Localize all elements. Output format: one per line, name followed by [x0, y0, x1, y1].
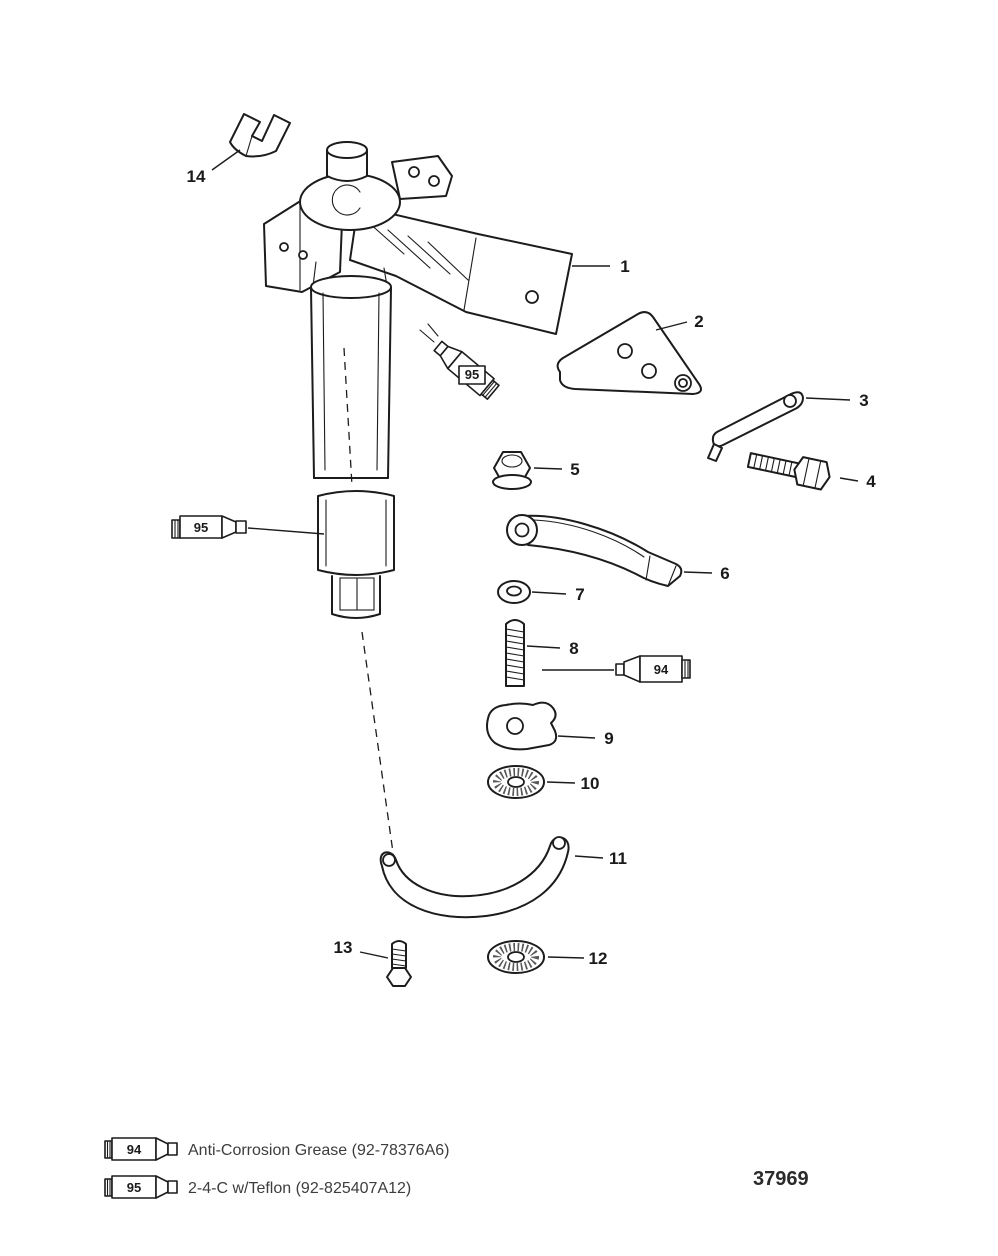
callout-leader-6 [683, 571, 713, 574]
callout-leader-13 [359, 951, 389, 959]
callout-leader-14 [211, 149, 241, 171]
callout-10: 10 [581, 774, 600, 793]
callout-7: 7 [575, 585, 584, 604]
grease-tube-95-upper-icon: 95 [419, 323, 500, 400]
part-14-clip [229, 113, 291, 158]
callout-leader-5 [533, 467, 563, 470]
legend-tube-95-icon: 95 [104, 1175, 178, 1199]
legend-item-95-text: 2-4-C w/Teflon (92-825407A12) [188, 1180, 411, 1197]
callout-leader-9 [557, 735, 596, 739]
callout-9: 9 [604, 729, 613, 748]
callout-leader-8 [526, 645, 561, 649]
part-10-splined-washer [487, 765, 545, 799]
callout-14: 14 [187, 167, 206, 186]
callout-leader-10 [546, 781, 576, 784]
callout-1: 1 [620, 257, 629, 276]
legend-tube-94-icon: 94 [104, 1137, 178, 1161]
callout-leader-12 [547, 956, 585, 959]
callout-leader-4 [839, 477, 859, 482]
tube-95-left-leader [247, 527, 325, 535]
callout-6: 6 [720, 564, 729, 583]
tube-95-left-label: 95 [194, 520, 208, 535]
part-12-splined-washer [487, 940, 545, 974]
part-7-washer [497, 580, 531, 604]
centerline-upper [343, 347, 353, 487]
centerline-lower [361, 631, 399, 889]
callout-3: 3 [859, 391, 868, 410]
part-8-threaded-stud [505, 619, 525, 687]
grease-tube-94-icon: 94 [542, 655, 691, 683]
grease-tube-95-left-icon: 95 [171, 515, 325, 539]
legend: 94 Anti-Corrosion Grease (92-78376A6) 95… [104, 1137, 449, 1199]
legend-tube-94-code: 94 [127, 1142, 142, 1157]
part-13-bolt [386, 940, 412, 987]
callout-12: 12 [589, 949, 608, 968]
callout-leader-3 [805, 397, 851, 401]
callout-4: 4 [866, 472, 876, 491]
callout-2: 2 [694, 312, 703, 331]
legend-item-94-text: Anti-Corrosion Grease (92-78376A6) [188, 1142, 449, 1159]
tube-94-label: 94 [654, 662, 669, 677]
legend-tube-95-code: 95 [127, 1180, 141, 1195]
callout-8: 8 [569, 639, 578, 658]
callout-13: 13 [334, 938, 353, 957]
callout-5: 5 [570, 460, 579, 479]
part-5-locknut [492, 451, 532, 490]
tube-95-upper-label: 95 [465, 367, 479, 382]
part-2-triangular-bracket [556, 311, 702, 395]
callout-leader-2 [655, 321, 688, 331]
callout-11: 11 [609, 849, 627, 868]
figure-number: 37969 [753, 1168, 809, 1190]
part-11-curved-bracket [379, 836, 570, 919]
callout-leader-11 [574, 855, 604, 859]
part-4-bolt [746, 452, 831, 491]
part-9-tab-washer [486, 701, 558, 751]
callout-leader-7 [531, 591, 567, 595]
part-6-steering-link-arm [506, 514, 683, 587]
part-3-link-plate [707, 391, 804, 462]
part-1-steering-arm-assembly [263, 141, 573, 619]
